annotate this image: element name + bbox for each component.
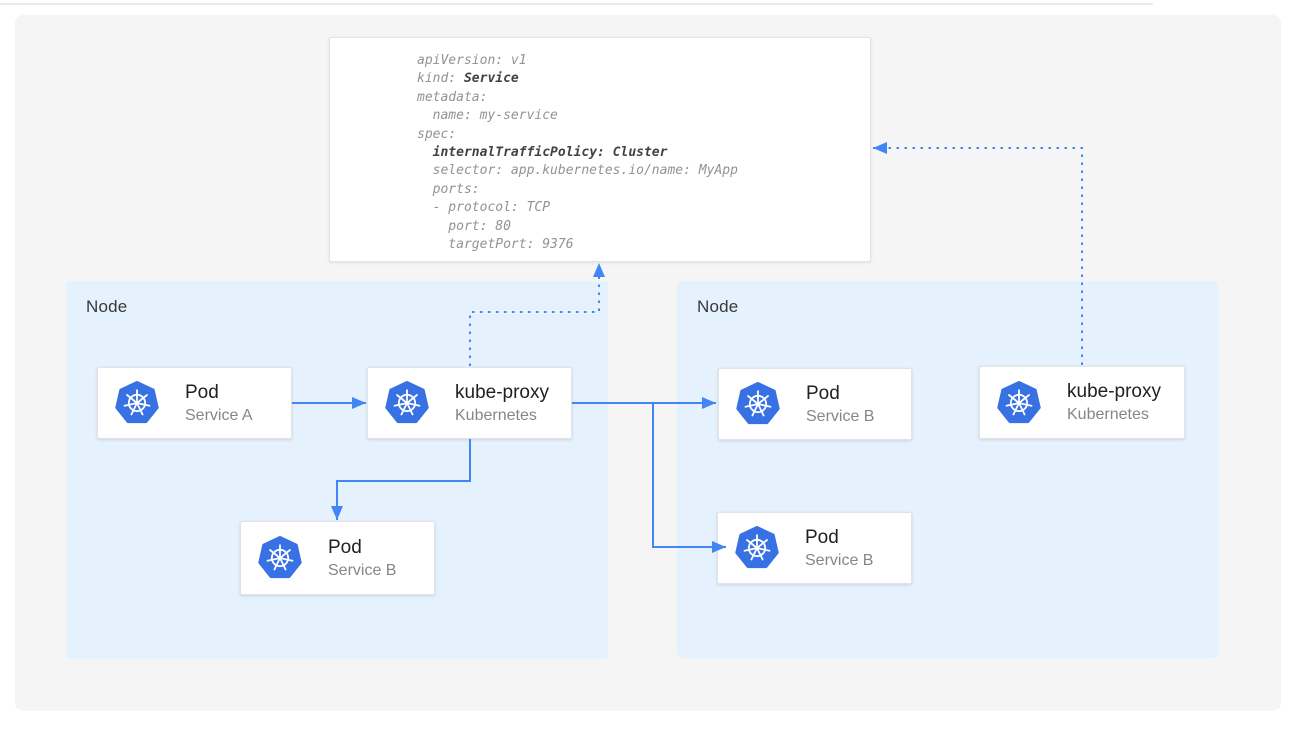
kubernetes-icon — [997, 381, 1041, 425]
yaml-code-line: targetPort: 9376 — [417, 236, 870, 254]
top-divider-rule — [0, 3, 1153, 5]
pod-subtitle: Service B — [805, 552, 873, 570]
pod-subtitle: Service B — [328, 562, 396, 580]
pod-service-b-left-card: Pod Service B — [240, 521, 435, 595]
pod-subtitle: Service A — [185, 407, 253, 425]
yaml-code-line: metadata: — [417, 89, 870, 107]
kube-proxy-right-card: kube-proxy Kubernetes — [979, 366, 1185, 439]
yaml-code-line: ports: — [417, 181, 870, 199]
yaml-code-line: - protocol: TCP — [417, 199, 870, 217]
pod-title: Pod — [805, 527, 873, 549]
node-panel-right: Node — [677, 281, 1218, 658]
yaml-code-line: spec: — [417, 126, 870, 144]
yaml-code-line: internalTrafficPolicy: Cluster — [417, 144, 870, 162]
pod-title: Pod — [185, 382, 253, 404]
kubernetes-icon — [258, 536, 302, 580]
kube-proxy-left-card: kube-proxy Kubernetes — [367, 367, 572, 439]
yaml-code-line: apiVersion: v1 — [417, 52, 870, 70]
kube-proxy-subtitle: Kubernetes — [1067, 406, 1161, 424]
pod-title: Pod — [328, 537, 396, 559]
node-panel-left: Node — [66, 281, 608, 659]
yaml-code-line: name: my-service — [417, 107, 870, 125]
kube-proxy-title: kube-proxy — [455, 382, 549, 404]
kube-proxy-title: kube-proxy — [1067, 381, 1161, 403]
pod-service-b-right-top-card: Pod Service B — [718, 368, 912, 440]
kubernetes-icon — [115, 381, 159, 425]
node-label: Node — [697, 297, 738, 317]
yaml-code-line: selector: app.kubernetes.io/name: MyApp — [417, 162, 870, 180]
pod-service-a-card: Pod Service A — [97, 367, 292, 439]
kube-proxy-subtitle: Kubernetes — [455, 407, 549, 425]
kubernetes-icon — [736, 382, 780, 426]
pod-subtitle: Service B — [806, 408, 874, 426]
yaml-code-line: port: 80 — [417, 218, 870, 236]
kubernetes-icon — [385, 381, 429, 425]
service-yaml-card: apiVersion: v1kind: Servicemetadata: nam… — [329, 37, 871, 262]
pod-title: Pod — [806, 383, 874, 405]
yaml-code-line: kind: Service — [417, 70, 870, 88]
yaml-code: apiVersion: v1kind: Servicemetadata: nam… — [417, 52, 870, 254]
node-label: Node — [86, 297, 127, 317]
pod-service-b-right-bottom-card: Pod Service B — [717, 512, 912, 584]
kubernetes-icon — [735, 526, 779, 570]
